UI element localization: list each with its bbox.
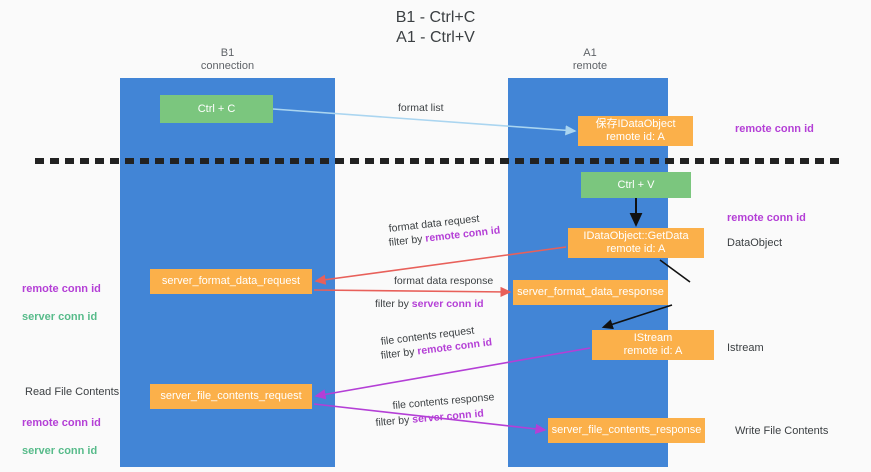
node-ctrl-c[interactable]: Ctrl + C bbox=[160, 95, 273, 123]
node-idataobject[interactable]: 保存IDataObject remote id: A bbox=[578, 116, 693, 146]
dashed-divider bbox=[35, 158, 841, 164]
node-idataobject-getdata[interactable]: IDataObject::GetData remote id: A bbox=[568, 228, 704, 258]
annotation-remote-conn-id-mid: remote conn id bbox=[727, 212, 806, 224]
edge-label-format-data-response: format data response bbox=[394, 275, 494, 287]
node-ctrl-v[interactable]: Ctrl + V bbox=[581, 172, 691, 198]
filter-prefix: filter by bbox=[380, 345, 419, 362]
annotation-left-server-conn-id-1: server conn id bbox=[22, 311, 98, 323]
node-server-format-data-request[interactable]: server_format_data_request bbox=[150, 269, 312, 294]
page-title: B1 - Ctrl+C A1 - Ctrl+V bbox=[395, 9, 476, 46]
annotation-left-server-conn-id-2: server conn id bbox=[22, 445, 98, 457]
annotation-ids-bottom: remote conn id server conn id bbox=[22, 402, 101, 472]
annotation-dataobject: DataObject bbox=[727, 237, 783, 249]
annotation-ids-top: remote conn id server conn id bbox=[22, 268, 101, 338]
node-server-file-contents-response[interactable]: server_file_contents_response bbox=[548, 418, 705, 443]
filter-prefix: filter by bbox=[388, 232, 427, 249]
annotation-istream: Istream bbox=[727, 342, 764, 354]
filter-prefix: filter by bbox=[375, 298, 412, 310]
edge-label-file-contents-response-filter: filter by server conn id bbox=[375, 407, 484, 430]
annotation-read-file-contents: Read File Contents bbox=[25, 386, 120, 398]
filter-prefix: filter by bbox=[375, 413, 413, 429]
filter-id: server conn id bbox=[411, 298, 484, 310]
column-header-b1: B1 connection bbox=[200, 47, 255, 72]
edge-label-format-list: format list bbox=[398, 102, 444, 114]
annotation-write-file-contents: Write File Contents bbox=[735, 425, 829, 437]
node-istream[interactable]: IStream remote id: A bbox=[592, 330, 714, 360]
edge-label-format-data-response-filter: filter by server conn id bbox=[375, 297, 484, 311]
annotation-left-remote-conn-id-2: remote conn id bbox=[22, 417, 101, 429]
annotation-left-remote-conn-id-1: remote conn id bbox=[22, 283, 101, 295]
annotation-remote-conn-id-top: remote conn id bbox=[735, 123, 814, 135]
node-server-file-contents-request[interactable]: server_file_contents_request bbox=[150, 384, 312, 409]
node-server-format-data-response[interactable]: server_format_data_response bbox=[513, 280, 668, 305]
column-header-a1: A1 remote bbox=[572, 47, 608, 72]
